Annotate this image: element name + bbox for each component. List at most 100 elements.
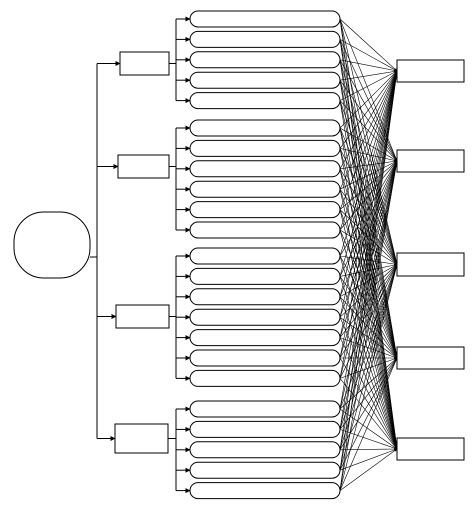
mesh-connector <box>339 59 398 162</box>
mesh-connector <box>339 70 398 338</box>
mesh-connector <box>339 70 398 257</box>
mesh-connector <box>339 70 399 410</box>
mesh-connector <box>339 429 398 450</box>
mesh-connector <box>339 160 399 491</box>
mesh-connector <box>339 264 398 491</box>
mesh-connector <box>339 39 399 359</box>
item-node <box>189 400 341 418</box>
mesh-connector <box>339 100 398 162</box>
mesh-connector <box>339 70 398 297</box>
mesh-connector <box>339 168 398 450</box>
mesh-connector <box>339 160 398 297</box>
mesh-connector <box>339 70 398 129</box>
item-node <box>189 267 341 285</box>
mesh-connector <box>339 160 398 410</box>
target-box <box>396 437 465 461</box>
group-box <box>117 154 170 179</box>
mesh-connector <box>339 59 399 450</box>
mesh-connector <box>339 160 398 210</box>
mesh-connector <box>339 70 399 471</box>
item-node <box>189 51 341 69</box>
mesh-connector <box>339 276 398 450</box>
mesh-connector <box>339 100 399 450</box>
mesh-connector <box>339 168 398 359</box>
mesh-connector <box>339 70 398 190</box>
mesh-connector <box>339 70 398 169</box>
mesh-connector <box>339 70 398 149</box>
mesh-connector <box>339 127 398 162</box>
item-node <box>189 221 341 239</box>
mesh-connector <box>339 209 398 450</box>
target-box <box>396 59 465 83</box>
mesh-connector <box>339 264 398 379</box>
mesh-connector <box>339 70 399 450</box>
item-node <box>189 119 341 137</box>
mesh-connector <box>339 70 399 430</box>
mesh-connector <box>339 408 398 450</box>
mesh-connector <box>339 229 398 265</box>
mesh-connector <box>339 160 398 277</box>
item-node <box>189 201 341 219</box>
item-node <box>189 71 341 89</box>
mesh-connector <box>339 160 398 190</box>
group-box <box>115 304 170 329</box>
mesh-connector <box>339 69 398 81</box>
item-node <box>189 288 341 306</box>
item-node <box>189 10 341 28</box>
item-node <box>189 308 341 326</box>
mesh-connector <box>339 160 398 231</box>
mesh-connector <box>339 448 398 471</box>
mesh-connector <box>339 189 398 450</box>
mesh-connector <box>339 100 398 265</box>
mesh-connector <box>339 80 399 450</box>
mesh-connector <box>339 70 398 359</box>
mesh-connector <box>339 148 398 162</box>
mesh-connector <box>339 447 398 451</box>
mesh-connector <box>339 127 399 450</box>
group-box <box>114 423 169 454</box>
mesh-connector <box>339 357 398 471</box>
mesh-connector <box>339 70 398 379</box>
mesh-connector <box>339 160 398 257</box>
mesh-connector <box>339 229 398 450</box>
target-box <box>396 252 465 277</box>
item-node <box>189 180 341 198</box>
item-node <box>189 349 341 367</box>
mesh-connector <box>339 39 398 72</box>
mesh-connector <box>339 148 398 450</box>
mesh-connector <box>339 70 399 491</box>
item-node <box>189 92 341 110</box>
mesh-connector <box>339 70 398 101</box>
item-node <box>189 247 341 265</box>
mesh-connector <box>339 18 398 72</box>
mesh-connector <box>339 70 398 231</box>
target-box <box>396 346 465 370</box>
target-box <box>396 149 465 173</box>
mesh-connector <box>339 59 398 72</box>
item-node <box>189 461 341 479</box>
mesh-connector <box>339 189 398 359</box>
item-node <box>189 441 341 459</box>
mesh-connector <box>339 255 398 359</box>
mesh-connector <box>339 80 398 162</box>
item-node <box>189 329 341 347</box>
item-node <box>189 139 341 157</box>
mesh-connector <box>339 255 398 450</box>
group-box <box>119 51 170 76</box>
mesh-connector <box>339 127 398 359</box>
mesh-connector <box>339 448 398 491</box>
mesh-connector <box>339 70 398 210</box>
item-node <box>189 420 341 438</box>
item-node <box>189 160 341 178</box>
mesh-connector <box>339 316 398 359</box>
item-node <box>189 369 341 387</box>
mesh-connector <box>339 357 398 491</box>
mesh-connector <box>339 70 398 277</box>
mesh-connector <box>339 296 398 450</box>
mesh-connector <box>339 70 398 318</box>
item-node <box>189 30 341 48</box>
mesh-connector <box>339 148 398 359</box>
mesh-connector <box>339 159 398 170</box>
item-node <box>189 482 341 500</box>
